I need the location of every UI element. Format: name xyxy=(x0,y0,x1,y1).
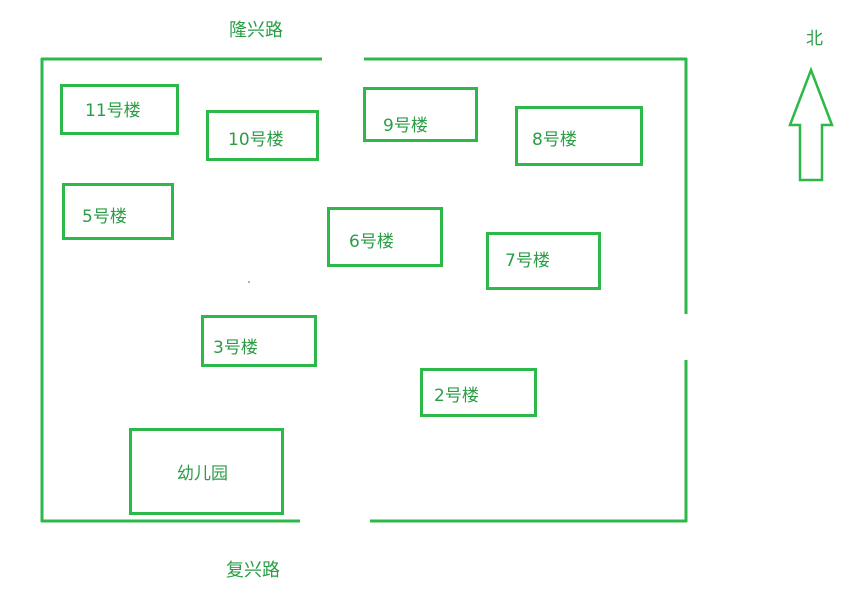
north-label: 北 xyxy=(806,29,823,49)
building-9: 9号楼 xyxy=(363,87,478,142)
building-8: 8号楼 xyxy=(515,106,643,166)
north-road-label: 隆兴路 xyxy=(229,20,283,41)
north-arrow-icon xyxy=(788,66,834,182)
building-10: 10号楼 xyxy=(206,110,319,161)
kindergarten: 幼儿园 xyxy=(129,428,284,515)
building-3: 3号楼 xyxy=(201,315,317,367)
building-9-label: 9号楼 xyxy=(383,116,428,136)
building-11: 11号楼 xyxy=(60,84,179,135)
building-2-label: 2号楼 xyxy=(434,386,479,406)
building-2: 2号楼 xyxy=(420,368,537,417)
building-5: 5号楼 xyxy=(62,183,174,240)
building-5-label: 5号楼 xyxy=(82,207,127,227)
stray-dot xyxy=(248,281,250,283)
building-8-label: 8号楼 xyxy=(532,130,577,150)
south-road-label: 复兴路 xyxy=(226,560,280,581)
building-6: 6号楼 xyxy=(327,207,443,267)
kindergarten-label: 幼儿园 xyxy=(177,464,228,484)
building-11-label: 11号楼 xyxy=(85,101,141,121)
building-3-label: 3号楼 xyxy=(213,338,258,358)
building-10-label: 10号楼 xyxy=(228,130,284,150)
building-7: 7号楼 xyxy=(486,232,601,290)
compound-boundary xyxy=(40,57,688,523)
building-6-label: 6号楼 xyxy=(349,232,394,252)
building-7-label: 7号楼 xyxy=(505,251,550,271)
